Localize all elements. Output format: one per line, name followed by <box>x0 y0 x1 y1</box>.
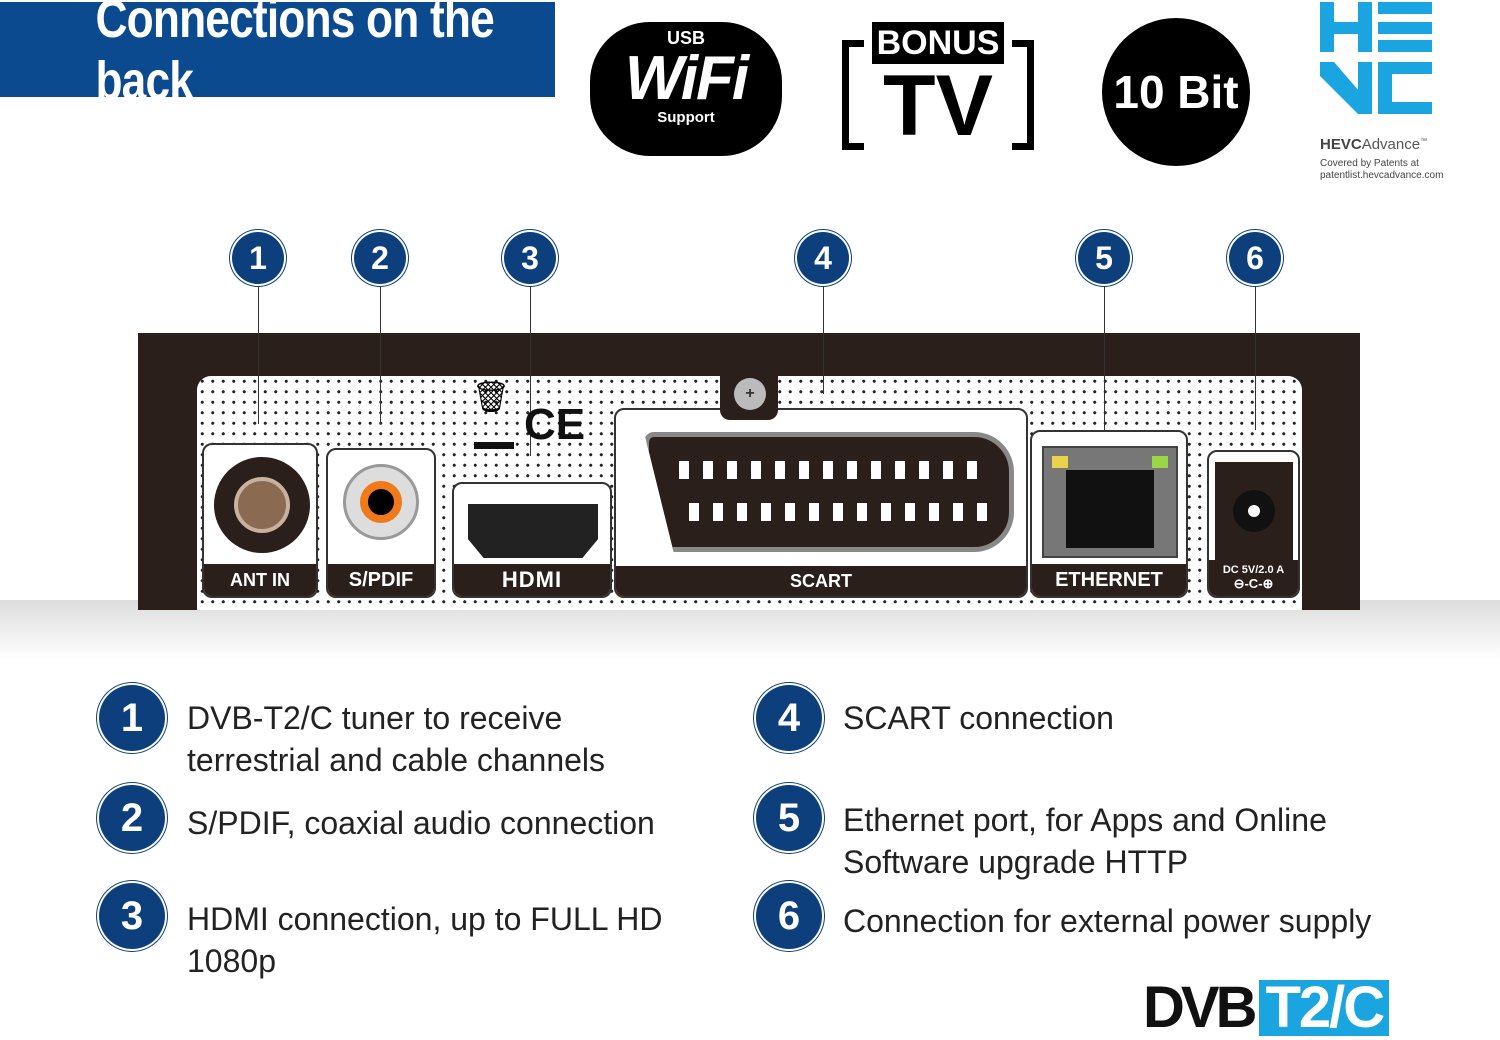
bonus-text: BONUS <box>872 22 1004 64</box>
hevc-tm: ™ <box>1420 138 1428 145</box>
dc-jack-icon <box>1215 462 1293 560</box>
hevc-advance: HEVCAdvance™ <box>1320 136 1427 153</box>
callout-line-3 <box>530 284 531 456</box>
hevc-logo-icon <box>1320 2 1432 114</box>
page-title-text: Connections on the back <box>95 0 494 111</box>
hevc-note1: Covered by Patents at <box>1320 158 1419 169</box>
wifi-bottom: Support <box>657 109 715 126</box>
callout-number-1: 1 <box>232 232 284 284</box>
dc-power-port: DC 5V/2.0 A⊖-C-⊕ <box>1207 450 1300 598</box>
legend-text-1: DVB-T2/C tuner to receive terrestrial an… <box>187 700 606 778</box>
legend-number-3: 3 <box>99 883 165 949</box>
legend-text-4: SCART connection <box>843 700 1114 736</box>
wifi-top: USB <box>666 28 705 48</box>
callout-number-4: 4 <box>797 232 849 284</box>
dvb-logo-right: T2/C <box>1259 979 1390 1037</box>
hdmi-port: HDMI <box>452 482 612 598</box>
callout-line-5 <box>1104 284 1105 430</box>
scart-connector-icon <box>644 432 1014 552</box>
coax-connector-icon <box>214 457 310 553</box>
page-title: Connections on the back <box>0 0 555 111</box>
bracket-left <box>842 40 864 150</box>
callout-number-3: 3 <box>504 232 556 284</box>
hevc-note2: patentlist.hevcadvance.com <box>1320 170 1444 181</box>
ethernet-port: ETHERNET <box>1030 430 1188 598</box>
scart-label: SCART <box>616 566 1026 596</box>
legend-number-4: 4 <box>756 685 822 751</box>
rca-connector-icon <box>343 464 419 540</box>
bonus-tv-badge: BONUS TV <box>842 22 1034 150</box>
rj45-connector-icon <box>1042 446 1178 558</box>
callout-line-1 <box>258 284 259 424</box>
dc-polarity-icon: ⊖-C-⊕ <box>1233 576 1274 591</box>
hdmi-label: HDMI <box>454 564 610 596</box>
weee-icon: 🗑 <box>472 381 511 414</box>
callout-number-5: 5 <box>1078 232 1130 284</box>
ethernet-label: ETHERNET <box>1032 564 1186 596</box>
dc-label: DC 5V/2.0 A⊖-C-⊕ <box>1209 560 1298 596</box>
ce-mark-icon: CE <box>524 400 586 449</box>
weee-bar <box>474 442 514 449</box>
wifi-main: WiFi <box>624 44 749 113</box>
spdif-port: S/PDIF <box>326 448 436 598</box>
hevc-brand: HEVC <box>1320 136 1362 153</box>
hdmi-connector-icon <box>468 504 598 558</box>
callout-line-4 <box>823 284 824 394</box>
device-shadow <box>0 600 1500 660</box>
legend-text-3: HDMI connection, up to FULL HD 1080p <box>187 901 663 979</box>
hevc-advance-text: Advance <box>1361 136 1421 153</box>
scart-port: SCART <box>614 408 1028 598</box>
callout-line-2 <box>380 284 381 424</box>
callout-number-2: 2 <box>354 232 406 284</box>
legend-number-1: 1 <box>99 685 165 751</box>
legend-text-2: S/PDIF, coaxial audio connection <box>187 805 655 841</box>
legend-number-6: 6 <box>756 883 822 949</box>
bracket-right <box>1012 40 1034 150</box>
screw-icon: + <box>734 378 766 410</box>
callout-number-6: 6 <box>1229 232 1281 284</box>
dc-rating: DC 5V/2.0 A <box>1222 564 1285 576</box>
tv-text: TV <box>883 58 993 154</box>
legend-number-5: 5 <box>756 785 822 851</box>
legend-number-2: 2 <box>99 785 165 851</box>
dvb-logo-left: DVB <box>1143 975 1257 1040</box>
callout-line-6 <box>1255 284 1256 430</box>
legend-text-5: Ethernet port, for Apps and Online Softw… <box>843 802 1327 880</box>
legend-text-6: Connection for external power supply <box>843 903 1372 939</box>
ant-in-label: ANT IN <box>204 564 316 596</box>
usb-wifi-badge: USB WiFi Support <box>590 22 782 156</box>
ten-bit-badge: 10 Bit <box>1102 18 1250 166</box>
ant-in-port: ANT IN <box>202 443 318 598</box>
screw-mount: + <box>720 372 778 420</box>
spdif-label: S/PDIF <box>328 564 434 596</box>
